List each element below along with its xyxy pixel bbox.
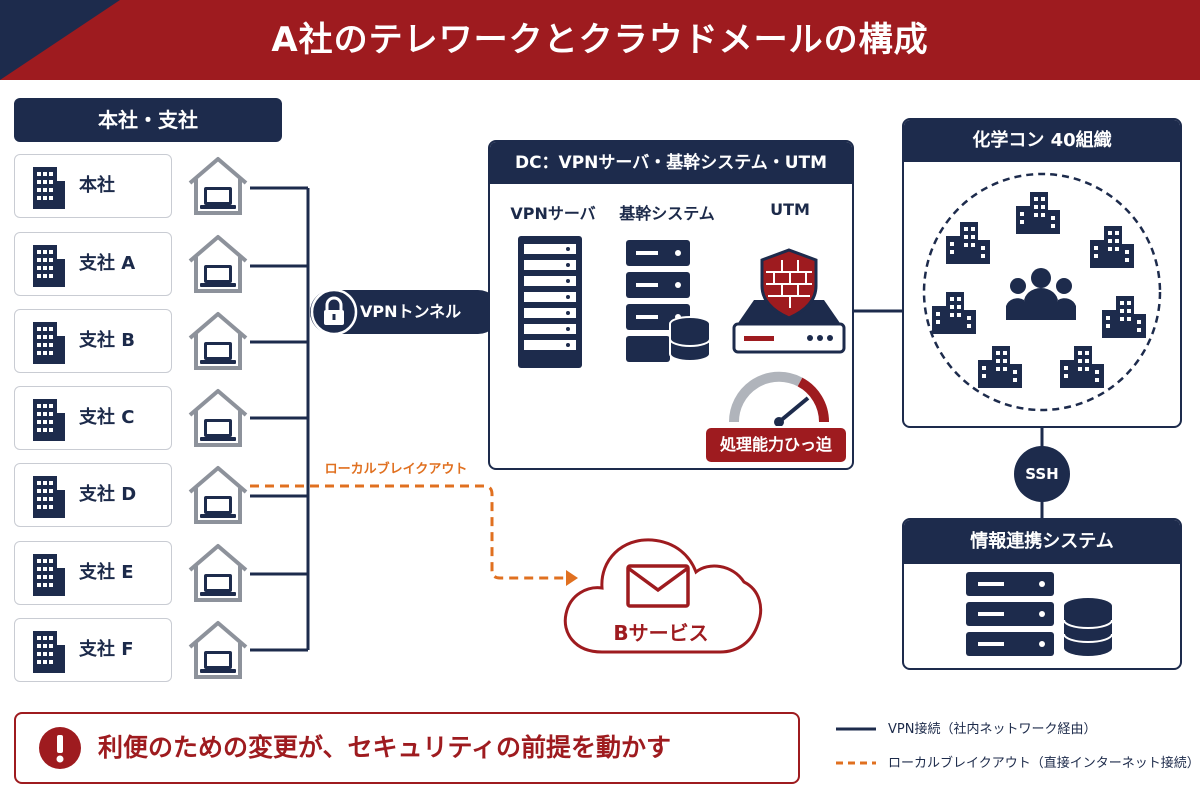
legend-solid-line — [836, 727, 876, 731]
page-title: A社のテレワークとクラウドメールの構成 — [271, 20, 929, 60]
local-breakout-label: ローカルブレイクアウト — [324, 462, 468, 477]
left-panel-header: 本社・支社 — [14, 98, 282, 142]
header-band — [0, 0, 1200, 80]
organization-building-icon — [1016, 192, 1060, 234]
legend: VPN接続（社内ネットワーク経由） ローカルブレイクアウト（直接インターネット接… — [836, 716, 1200, 786]
organization-building-icon — [1060, 346, 1104, 388]
organization-building-icon — [946, 222, 990, 264]
dc-vpn-server-label: VPNサーバ — [510, 204, 596, 223]
organization-building-icon — [932, 292, 976, 334]
dc-core-system-label: 基幹システム — [619, 204, 715, 223]
home-laptop-icon — [188, 466, 248, 524]
site-label: 支社 E — [79, 562, 134, 583]
site-card: 支社 A — [14, 232, 172, 296]
cloud-service-label: Bサービス — [613, 621, 709, 645]
building-icon — [33, 476, 65, 518]
site-card: 支社 F — [14, 618, 172, 682]
site-card: 支社 E — [14, 541, 172, 605]
site-card: 支社 C — [14, 386, 172, 450]
server-database-icon — [626, 240, 711, 362]
site-card: 支社 D — [14, 463, 172, 527]
organization-building-icon — [1090, 226, 1134, 268]
building-icon — [33, 554, 65, 596]
firewall-shield-icon — [732, 248, 846, 354]
home-laptop-icon — [188, 157, 248, 215]
home-laptop-icon — [188, 312, 248, 370]
building-icon — [33, 322, 65, 364]
site-label: 支社 B — [79, 330, 135, 351]
exclamation-icon — [39, 727, 81, 769]
site-card: 本社 — [14, 154, 172, 218]
lock-icon — [310, 288, 358, 336]
building-icon — [33, 245, 65, 287]
legend-dashed-line — [836, 761, 876, 765]
info-server-database-icon — [966, 572, 1113, 656]
dc-utm-label: UTM — [770, 200, 810, 219]
dc-title: DC：VPNサーバ・基幹システム・UTM — [490, 142, 852, 184]
people-group-icon — [1006, 268, 1076, 320]
building-icon — [33, 399, 65, 441]
site-label: 本社 — [79, 175, 115, 196]
site-card: 支社 B — [14, 309, 172, 373]
capacity-badge: 処理能力ひっ迫 — [706, 428, 846, 462]
building-icon — [33, 167, 65, 209]
vpn-tunnel-label: VPNトンネル — [360, 302, 462, 321]
building-icon — [33, 631, 65, 673]
organization-building-icon — [1102, 296, 1146, 338]
ssh-badge: SSH — [1014, 446, 1070, 502]
home-laptop-icon — [188, 235, 248, 293]
info-system-title: 情報連携システム — [904, 520, 1180, 564]
legend-breakout-label: ローカルブレイクアウト（直接インターネット接続） — [888, 756, 1200, 771]
site-label: 支社 D — [79, 484, 137, 505]
organizations-title: 化学コン 40組織 — [904, 120, 1180, 162]
warning-box: 利便のための変更が、セキュリティの前提を動かす — [14, 712, 800, 784]
organization-building-icon — [978, 346, 1022, 388]
mail-cloud-icon — [563, 538, 763, 654]
home-laptop-icon — [188, 389, 248, 447]
site-label: 支社 A — [79, 253, 136, 274]
home-laptop-icon — [188, 544, 248, 602]
organizations-network-icon — [922, 172, 1162, 412]
home-laptop-icon — [188, 621, 248, 679]
server-rack-icon — [518, 236, 582, 368]
vpn-tunnel: VPNトンネル — [310, 288, 500, 336]
site-label: 支社 C — [79, 407, 135, 428]
legend-vpn-label: VPN接続（社内ネットワーク経由） — [888, 722, 1097, 737]
warning-text: 利便のための変更が、セキュリティの前提を動かす — [98, 733, 672, 762]
site-label: 支社 F — [79, 639, 134, 660]
gauge-icon — [728, 371, 830, 426]
